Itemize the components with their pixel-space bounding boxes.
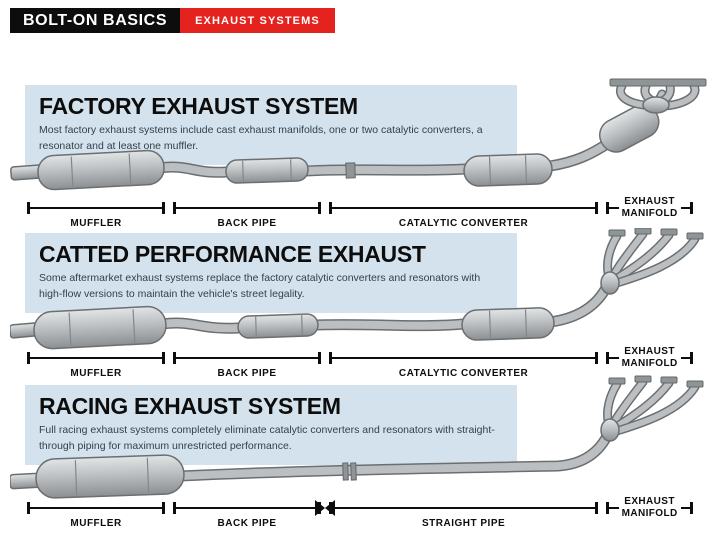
page-title: BOLT-ON BASICS <box>10 8 181 33</box>
ruler-line <box>328 352 599 364</box>
ruler-seg-catalytic-converter: CATALYTIC CONVERTER <box>328 352 599 379</box>
ruler-line <box>173 202 321 214</box>
section-title: FACTORY EXHAUST SYSTEM <box>39 93 358 119</box>
exhaust-tip-icon <box>10 164 44 181</box>
section-description: Full racing exhaust systems completely e… <box>39 423 495 452</box>
close-coupled-cat <box>599 104 660 153</box>
ruler-seg-back-pipe: BACK PIPE <box>173 202 321 229</box>
ruler-seg-exhaust-manifold: EXHAUST MANIFOLD <box>606 346 693 379</box>
ruler-seg-muffler: MUFFLER <box>27 202 166 229</box>
exhaust-manifold <box>609 78 707 114</box>
header-tubes <box>600 375 704 442</box>
ruler-line <box>328 202 599 214</box>
racing-ruler: MUFFLER BACK PIPE STRAIGHT PIPE EXHAUST … <box>27 496 693 529</box>
exhaust-tip-icon <box>10 322 40 339</box>
header-tubes <box>600 228 704 295</box>
racing-info-panel: RACING EXHAUST SYSTEM Full racing exhaus… <box>25 385 517 466</box>
section-description: Most factory exhaust systems include cas… <box>39 123 483 152</box>
ruler-seg-straight-pipe: STRAIGHT PIPE <box>328 502 599 529</box>
ruler-line <box>328 502 599 514</box>
catted-ruler: MUFFLER BACK PIPE CATALYTIC CONVERTER EX… <box>27 346 693 379</box>
ruler-seg-back-pipe: BACK PIPE <box>173 502 321 529</box>
catted-info-panel: CATTED PERFORMANCE EXHAUST Some aftermar… <box>25 233 517 314</box>
ruler-line <box>27 202 166 214</box>
ruler-seg-back-pipe: BACK PIPE <box>173 352 321 379</box>
page-subtitle: EXHAUST SYSTEMS <box>180 8 335 33</box>
resonator <box>237 313 319 339</box>
ruler-line <box>173 352 321 364</box>
pipe-flange-joint <box>342 462 357 481</box>
section-description: Some aftermarket exhaust systems replace… <box>39 271 481 300</box>
factory-ruler: MUFFLER BACK PIPE CATALYTIC CONVERTER EX… <box>27 196 693 229</box>
ruler-seg-muffler: MUFFLER <box>27 352 166 379</box>
ruler-line <box>27 352 166 364</box>
section-title: RACING EXHAUST SYSTEM <box>39 393 341 419</box>
ruler-line <box>173 502 321 514</box>
ruler-line <box>27 502 166 514</box>
ruler-seg-exhaust-manifold: EXHAUST MANIFOLD <box>606 196 693 229</box>
section-title: CATTED PERFORMANCE EXHAUST <box>39 241 426 267</box>
ruler-seg-catalytic-converter: CATALYTIC CONVERTER <box>328 202 599 229</box>
page-header: BOLT-ON BASICS EXHAUST SYSTEMS <box>10 8 335 33</box>
exhaust-tip-icon <box>10 472 41 490</box>
ruler-seg-exhaust-manifold: EXHAUST MANIFOLD <box>606 496 693 529</box>
ruler-seg-muffler: MUFFLER <box>27 502 166 529</box>
flange-joint-icon <box>315 500 335 516</box>
factory-info-panel: FACTORY EXHAUST SYSTEM Most factory exha… <box>25 85 517 166</box>
